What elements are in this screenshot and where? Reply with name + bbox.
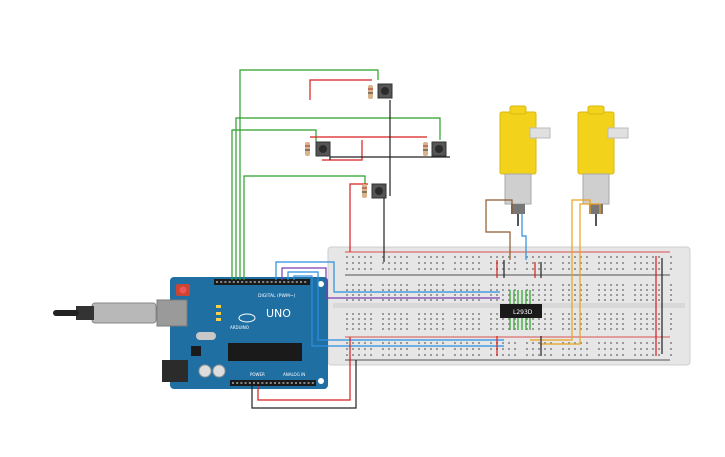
ic-label: L293D	[513, 309, 533, 316]
push-button-3[interactable]	[431, 141, 447, 157]
wire-green[interactable]	[243, 175, 366, 280]
wire-green[interactable]	[239, 69, 379, 280]
mount-hole	[318, 378, 324, 384]
usb-port	[156, 299, 188, 327]
led-tx	[216, 312, 221, 315]
led-l	[216, 305, 221, 308]
wire-purple[interactable]	[281, 267, 500, 299]
capacitor	[212, 364, 226, 378]
crystal	[196, 332, 216, 340]
ic-jumpers	[509, 290, 531, 330]
mount-hole	[318, 281, 324, 287]
wire-red[interactable]	[257, 337, 351, 401]
wire-green[interactable]	[235, 117, 441, 280]
resistor[interactable]	[368, 85, 373, 99]
push-button-1[interactable]	[377, 83, 393, 99]
uno-label: UNO	[266, 307, 291, 320]
wire-blue[interactable]	[275, 261, 500, 293]
power-jack	[162, 360, 188, 382]
arduino-logo-text: ARDUINO	[230, 325, 249, 330]
wire-black[interactable]	[329, 156, 450, 160]
dc-motor-2[interactable]	[577, 105, 629, 226]
wire-blue[interactable]	[293, 275, 504, 347]
usb-chip	[191, 346, 201, 356]
wire-blue[interactable]	[521, 214, 527, 260]
led-rx	[216, 318, 221, 321]
power-label: POWER	[250, 372, 265, 377]
analog-label: ANALOG IN	[283, 372, 305, 377]
dc-motor-1[interactable]	[499, 105, 551, 226]
capacitor	[198, 364, 212, 378]
digital-header[interactable]	[214, 279, 310, 285]
push-button-4[interactable]	[371, 183, 387, 199]
wire-black[interactable]	[251, 360, 357, 409]
wire-green[interactable]	[231, 129, 317, 280]
arduino-board[interactable]: DIGITAL (PWM~) UNO ARDUINO POWER ANALOG …	[156, 277, 328, 389]
usb-cable	[53, 302, 157, 324]
wire-brown[interactable]	[485, 199, 513, 260]
resistor[interactable]	[305, 142, 310, 156]
resistor[interactable]	[362, 184, 367, 198]
power-analog-header[interactable]	[230, 380, 316, 386]
wire-red[interactable]	[309, 79, 372, 100]
atmega-chip	[228, 343, 302, 361]
resistor[interactable]	[423, 142, 428, 156]
wire-red[interactable]	[349, 183, 368, 252]
wires	[231, 69, 663, 409]
wire-orange[interactable]	[530, 199, 591, 341]
wire-red[interactable]	[322, 140, 363, 161]
l293d-ic[interactable]: L293D	[500, 304, 542, 318]
digital-label: DIGITAL (PWM~)	[258, 293, 296, 299]
push-button-2[interactable]	[315, 141, 331, 157]
wire-orange[interactable]	[540, 203, 601, 345]
arduino-logo	[238, 313, 256, 323]
wire-blue[interactable]	[287, 271, 504, 341]
